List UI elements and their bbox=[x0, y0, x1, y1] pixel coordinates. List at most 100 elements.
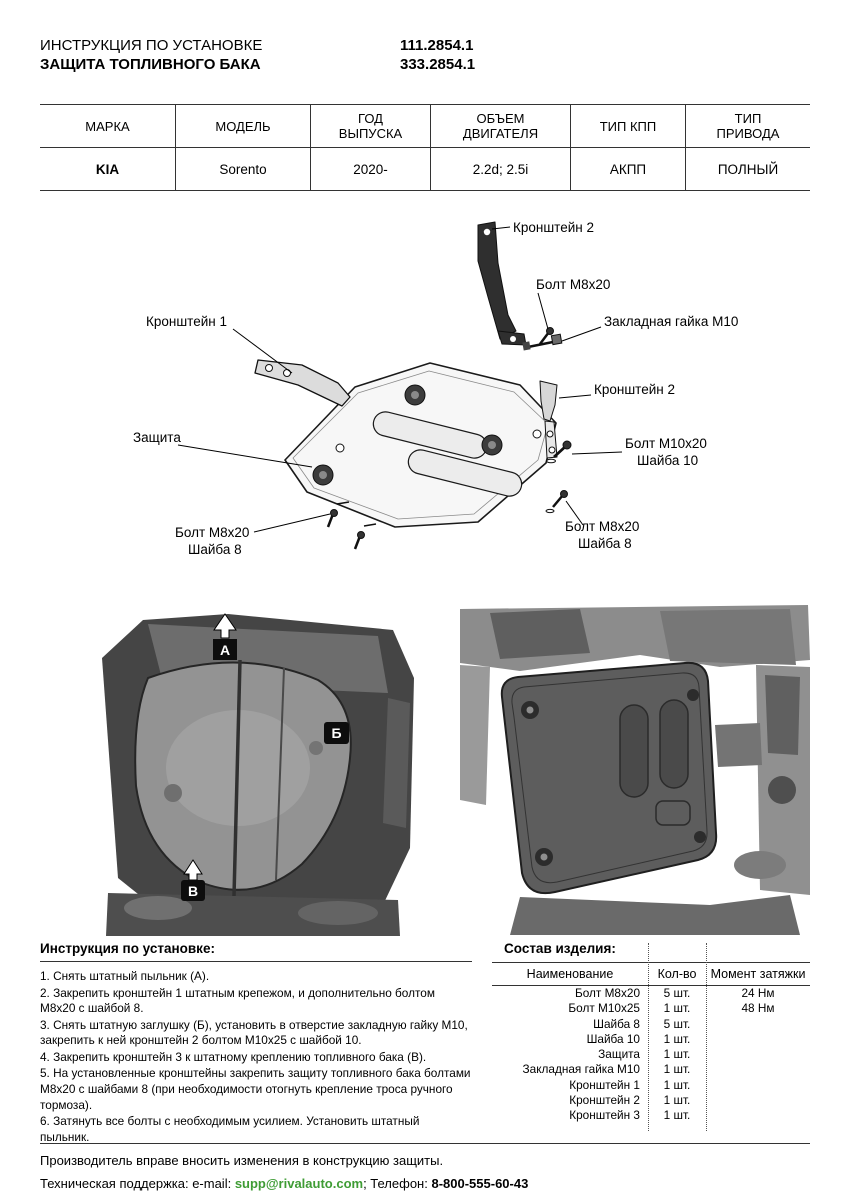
parts-table-header: Наименование Кол-во Момент затяжки bbox=[492, 962, 810, 986]
callout-embedded-nut: Закладная гайка М10 bbox=[604, 314, 738, 329]
shield-plate-drawing bbox=[284, 362, 557, 528]
part-name: Кронштейн 3 bbox=[569, 1108, 640, 1123]
callout-shield: Защита bbox=[133, 430, 181, 445]
parts-table-separator-1 bbox=[648, 943, 649, 1131]
part-torque bbox=[706, 1032, 810, 1047]
exploded-assembly-diagram: Кронштейн 2 Болт М8х20 Закладная гайка М… bbox=[40, 205, 810, 600]
col-header-year: ГОД ВЫПУСКА bbox=[310, 105, 430, 147]
vehicle-fitment-table: МАРКА МОДЕЛЬ ГОД ВЫПУСКА ОБЪЕМ ДВИГАТЕЛЯ… bbox=[40, 104, 810, 191]
bolt-m10-icon bbox=[546, 440, 572, 464]
callout-bolt-m10: Болт М10х20 bbox=[625, 436, 707, 451]
parts-heading: Состав изделия: bbox=[504, 941, 616, 956]
part-name: Шайба 10 bbox=[586, 1031, 640, 1046]
support-label: Техническая поддержка: e-mail: bbox=[40, 1176, 235, 1191]
bolt-m8-bottom-icons bbox=[326, 501, 377, 550]
parts-col-qty: Кол-во bbox=[657, 967, 697, 981]
parts-col-name: Наименование bbox=[526, 967, 614, 981]
parts-row: Шайба 8 5 шт. bbox=[492, 1017, 810, 1032]
footer-divider bbox=[40, 1143, 810, 1144]
instruction-step-3: 3. Снять штатную заглушку (Б), установит… bbox=[40, 1017, 468, 1048]
parts-row: Защита 1 шт. bbox=[492, 1047, 810, 1062]
installation-instructions-section: Инструкция по установке: 1. Снять штатны… bbox=[40, 941, 472, 1146]
bracket-2-right-drawing bbox=[539, 380, 558, 459]
part-qty: 5 шт. bbox=[663, 986, 691, 1000]
svg-text:В: В bbox=[188, 883, 198, 899]
bracket-1-drawing bbox=[254, 359, 351, 407]
phone-label: ; Телефон: bbox=[363, 1176, 432, 1191]
bolt-m8-right-icon bbox=[545, 490, 568, 514]
col-header-gearbox: ТИП КПП bbox=[570, 105, 685, 147]
parts-row: Болт М10х25 1 шт. 48 Нм bbox=[492, 1001, 810, 1016]
col-header-model: МОДЕЛЬ bbox=[175, 105, 310, 147]
instruction-step-4: 4. Закрепить кронштейн 3 к штатному креп… bbox=[40, 1049, 427, 1064]
part-torque: 48 Нм bbox=[741, 1001, 775, 1016]
part-qty: 1 шт. bbox=[663, 1001, 691, 1016]
part-name: Кронштейн 1 bbox=[569, 1077, 640, 1092]
parts-col-torque: Момент затяжки bbox=[710, 967, 806, 981]
parts-row: Кронштейн 2 1 шт. bbox=[492, 1093, 810, 1108]
embedded-nut-m10-drawing bbox=[522, 333, 563, 351]
callout-washer10: Шайба 10 bbox=[637, 453, 698, 468]
cell-brand: KIA bbox=[95, 161, 120, 177]
manufacturer-note: Производитель вправе вносить изменения в… bbox=[40, 1153, 444, 1168]
bolt-m8-top-icon bbox=[539, 327, 554, 345]
title-line-1: ИНСТРУКЦИЯ ПО УСТАНОВКЕ bbox=[40, 37, 263, 54]
parts-row: Кронштейн 1 1 шт. bbox=[492, 1078, 810, 1093]
part-name: Защита bbox=[598, 1047, 640, 1062]
col-header-drive: ТИП ПРИВОДА bbox=[685, 105, 810, 147]
installed-shield-shape bbox=[500, 661, 718, 895]
instructions-divider bbox=[40, 961, 472, 962]
instruction-step-1: 1. Снять штатный пыльник (А). bbox=[40, 969, 210, 983]
cell-engine: 2.2d; 2.5i bbox=[430, 148, 570, 190]
part-torque bbox=[706, 1078, 810, 1093]
parts-list-section: Состав изделия: Наименование Кол-во Моме… bbox=[492, 941, 810, 1136]
document-title: ИНСТРУКЦИЯ ПО УСТАНОВКЕ ЗАЩИТА ТОПЛИВНОГ… bbox=[40, 36, 262, 74]
callout-bracket1: Кронштейн 1 bbox=[146, 314, 227, 329]
callout-bracket2-top: Кронштейн 2 bbox=[513, 220, 594, 235]
title-line-2: ЗАЩИТА ТОПЛИВНОГО БАКА bbox=[40, 56, 261, 73]
cell-drive: ПОЛНЫЙ bbox=[685, 148, 810, 190]
part-name: Шайба 8 bbox=[593, 1016, 640, 1031]
part-qty: 1 шт. bbox=[663, 1108, 691, 1123]
part-qty: 1 шт. bbox=[663, 1031, 691, 1046]
col-header-brand: МАРКА bbox=[85, 118, 130, 134]
cell-gearbox: АКПП bbox=[570, 148, 685, 190]
part-qty: 1 шт. bbox=[663, 1062, 691, 1077]
part-torque bbox=[706, 1108, 810, 1123]
cell-model: Sorento bbox=[175, 148, 310, 190]
leader-lines bbox=[177, 226, 623, 533]
photo-shield-installed bbox=[460, 605, 810, 935]
part-name: Закладная гайка М10 bbox=[522, 1062, 640, 1077]
part-qty: 1 шт. bbox=[663, 1047, 691, 1062]
support-line: Техническая поддержка: e-mail: supp@riva… bbox=[40, 1176, 528, 1191]
instruction-step-5: 5. На установленные кронштейны закрепить… bbox=[40, 1066, 471, 1112]
parts-row: Шайба 10 1 шт. bbox=[492, 1032, 810, 1047]
vehicle-table-header-row: МАРКА МОДЕЛЬ ГОД ВЫПУСКА ОБЪЕМ ДВИГАТЕЛЯ… bbox=[40, 105, 810, 148]
part-qty: 5 шт. bbox=[663, 1016, 691, 1031]
parts-table-separator-2 bbox=[706, 943, 707, 1131]
marker-v: В bbox=[181, 859, 205, 901]
svg-text:Б: Б bbox=[331, 725, 341, 741]
bracket-2-top-drawing bbox=[477, 221, 527, 346]
svg-text:А: А bbox=[220, 642, 230, 658]
instructions-heading: Инструкция по установке: bbox=[40, 941, 215, 956]
part-name: Болт М10х25 bbox=[568, 1001, 640, 1016]
parts-row: Кронштейн 3 1 шт. bbox=[492, 1108, 810, 1123]
part-torque bbox=[706, 1062, 810, 1077]
callout-bracket2-right: Кронштейн 2 bbox=[594, 382, 675, 397]
col-header-engine: ОБЪЕМ ДВИГАТЕЛЯ bbox=[430, 105, 570, 147]
marker-b: Б bbox=[324, 722, 349, 744]
part-numbers: 111.2854.1 333.2854.1 bbox=[400, 36, 475, 74]
callout-bolt-m8-bottom-left: Болт М8х20 bbox=[175, 525, 249, 540]
part-qty: 1 шт. bbox=[663, 1077, 691, 1092]
part-torque bbox=[706, 1017, 810, 1032]
vehicle-table-data-row: KIA Sorento 2020- 2.2d; 2.5i АКПП ПОЛНЫЙ bbox=[40, 148, 810, 190]
callout-bolt-m8-top: Болт М8х20 bbox=[536, 277, 610, 292]
callout-washer8-bottom-right: Шайба 8 bbox=[578, 536, 632, 551]
callout-washer8-bottom-left: Шайба 8 bbox=[188, 542, 242, 557]
marker-a: А bbox=[213, 613, 237, 660]
support-email-link[interactable]: supp@rivalauto.com bbox=[234, 1176, 364, 1191]
part-name: Болт М8х20 bbox=[574, 986, 640, 1000]
instruction-step-2: 2. Закрепить кронштейн 1 штатным крепежо… bbox=[40, 985, 435, 1016]
